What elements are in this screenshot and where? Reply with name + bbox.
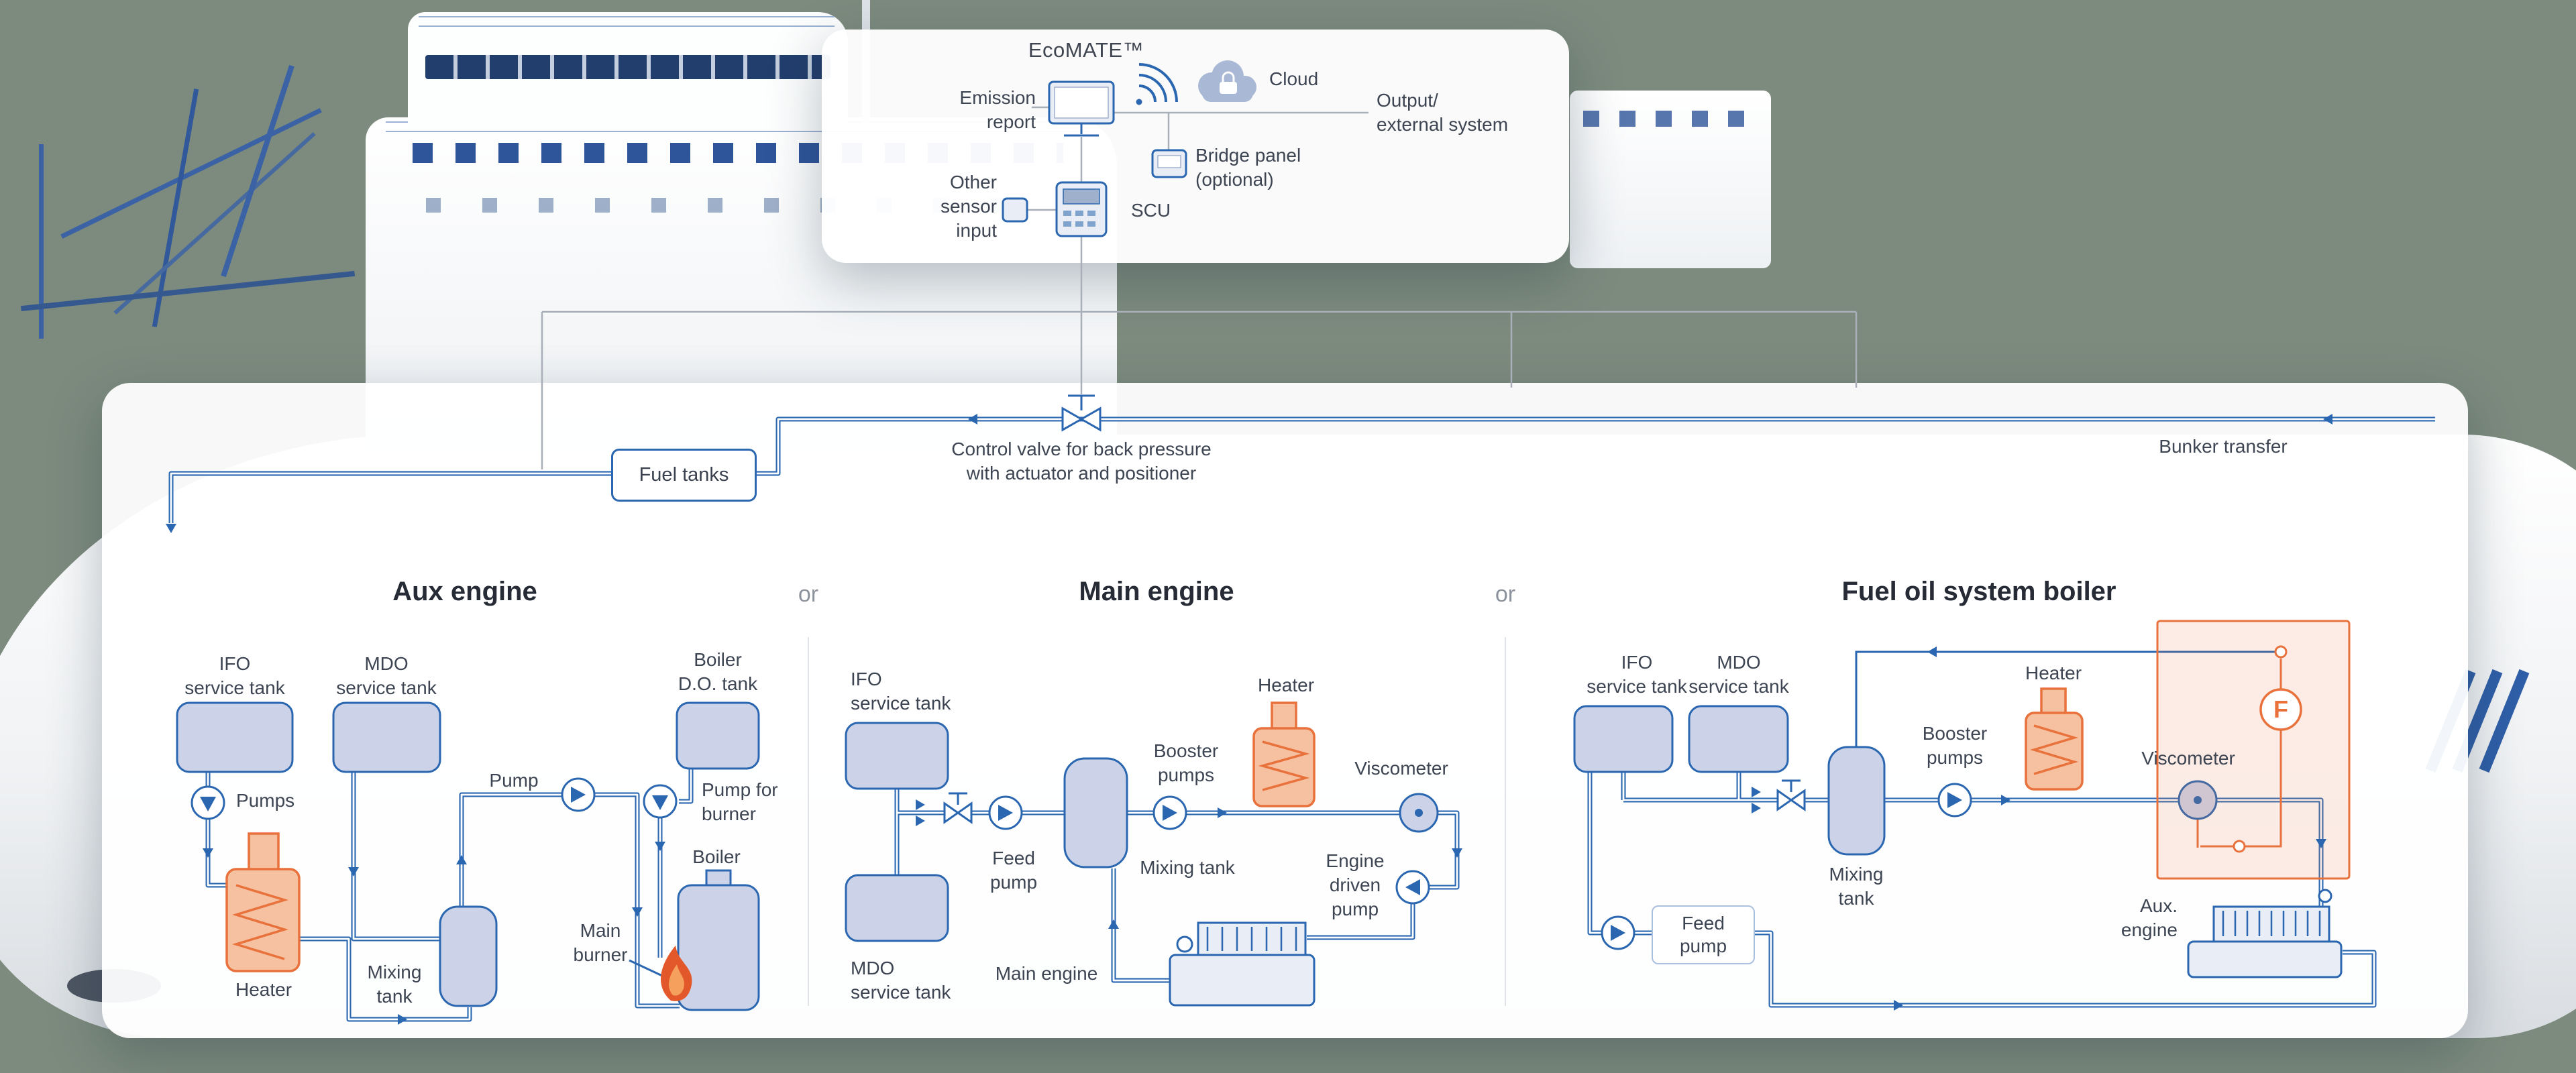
or-label: or [798,581,819,607]
main-ifo-tank-label: IFO service tank [851,669,951,714]
main-mixing-tank-label: Mixing tank [1140,857,1235,878]
aux-pump-for-burner-label: Pump for burner [702,779,778,824]
main-viscometer-label: Viscometer [1354,758,1448,779]
aux-heater-label: Heater [235,979,292,1000]
main-engine-label: Main engine [995,963,1098,984]
aux-mixing-tank-label: Mixing tank [367,962,422,1007]
flow-arrows [166,414,2332,1025]
aux-boiler-do-tank-label: Boiler D.O. tank [678,649,758,694]
sensor-icon [1002,197,1028,223]
output-external-label: Output/ external system [1377,90,1509,135]
ecomate-title: EcoMATE™ [1028,38,1144,62]
main-valve-icon [943,801,973,824]
ecomate-panel [822,30,1569,263]
boil-booster-pump-icon [1937,783,1972,817]
boil-mdo-tank-shape [1688,705,1789,773]
boil-valve-icon [1776,789,1806,811]
instrument-lines [629,394,2275,982]
boil-viscometer-icon [2178,780,2218,820]
main-booster-pump-icon [1152,795,1187,830]
flow-meter-icon [2259,688,2302,731]
lock-icon [1220,71,1237,94]
main-heater-label: Heater [1257,675,1315,695]
aux-boiler-do-tank-shape [676,701,760,770]
boil-ifo-tank-shape [1573,705,1674,773]
bridge-railing [419,16,835,27]
flow-meter-lines [2196,659,2282,848]
boil-viscometer-label: Viscometer [2141,748,2235,769]
aux-ifo-tank-label: IFO service tank [184,653,285,698]
main-engine-driven-pump-icon [1395,870,1430,905]
bridge-panel-icon [1151,149,1187,178]
main-engine-driven-pump-label: Engine driven pump [1326,850,1385,919]
bridge [408,12,848,129]
flow-meter-highlight [2156,620,2351,880]
aux-pump-for-burner-icon [643,784,678,819]
wifi-icon [1136,63,1178,105]
boil-feed-pump-label: Feed pump [1652,905,1755,964]
boil-mixing-tank-shape [1827,746,1886,856]
aux-ifo-tank-shape [176,701,294,773]
scu-icon [1055,181,1108,237]
boil-feed-pump-icon [1601,915,1635,950]
flow-meter-node [2233,840,2246,853]
boil-heater-label: Heater [2025,663,2082,683]
main-ifo-tank-shape [845,722,949,790]
cloud-icon [1198,60,1256,102]
boil-mixing-tank-label: Mixing tank [1829,864,1884,909]
aux-pump-label: Pump [489,770,539,791]
boil-heater-shape [2025,687,2084,791]
main-feed-pump-icon [988,795,1023,830]
control-valve-icon [1061,406,1102,432]
main-mdo-tank-shape [845,874,949,942]
boil-mdo-tank-label: MDO service tank [1688,652,1789,697]
aux-mixing-tank-shape [439,905,498,1007]
or-label: or [1495,581,1516,607]
monitor-icon [1048,80,1115,137]
boiler-system-header: Fuel oil system boiler [1841,577,2116,606]
boil-aux-engine-label: Aux. engine [2121,895,2178,940]
burner-flame-icon [661,946,692,1001]
bunker-transfer-label: Bunker transfer [2159,436,2288,457]
aux-main-burner-label: Main burner [573,920,628,965]
bridge-windows [425,55,830,79]
aux-pumps-label: Pumps [236,790,295,811]
boil-booster-pumps-label: Booster pumps [1922,723,1988,768]
flow-meter-label: F [2273,695,2288,723]
boil-aux-engine-icon [2187,889,2343,978]
flow-meter-node [2274,645,2288,659]
aux-mdo-tank-shape [332,701,441,773]
crane-truss [39,144,44,339]
main-heater-shape [1252,701,1316,807]
emission-report-label: Emission report [959,87,1036,132]
other-sensor-label: Other sensor input [940,172,997,241]
main-engine-header: Main engine [1079,577,1234,606]
system-connector-lines [541,106,1858,469]
main-mdo-tank-label: MDO service tank [851,958,951,1003]
scu-label: SCU [1131,200,1171,221]
control-valve-label: Control valve for back pressure with act… [951,439,1212,484]
aux-pumps-icon [191,785,225,820]
aux-boiler-shape [661,869,760,1011]
main-feed-pump-label: Feed pump [989,848,1038,893]
aux-engine-header: Aux engine [392,577,537,606]
fuel-tanks-box: Fuel tanks [611,449,757,502]
cloud-label: Cloud [1269,68,1319,89]
main-engine-icon [1169,921,1316,1007]
main-viscometer-icon [1399,793,1439,833]
main-booster-pumps-label: Booster pumps [1153,740,1219,785]
boil-ifo-tank-label: IFO service tank [1587,652,1687,697]
section-dividers [808,637,1506,1006]
aux-boiler-label: Boiler [692,846,741,867]
window-row [1583,111,1758,127]
aux-heater-shape [225,832,301,972]
bridge-panel-label: Bridge panel (optional) [1195,145,1301,190]
aux-pump-icon [561,777,596,812]
aux-mdo-tank-label: MDO service tank [336,653,437,698]
main-mixing-tank-shape [1063,757,1128,868]
deckhouse [1570,91,1771,268]
